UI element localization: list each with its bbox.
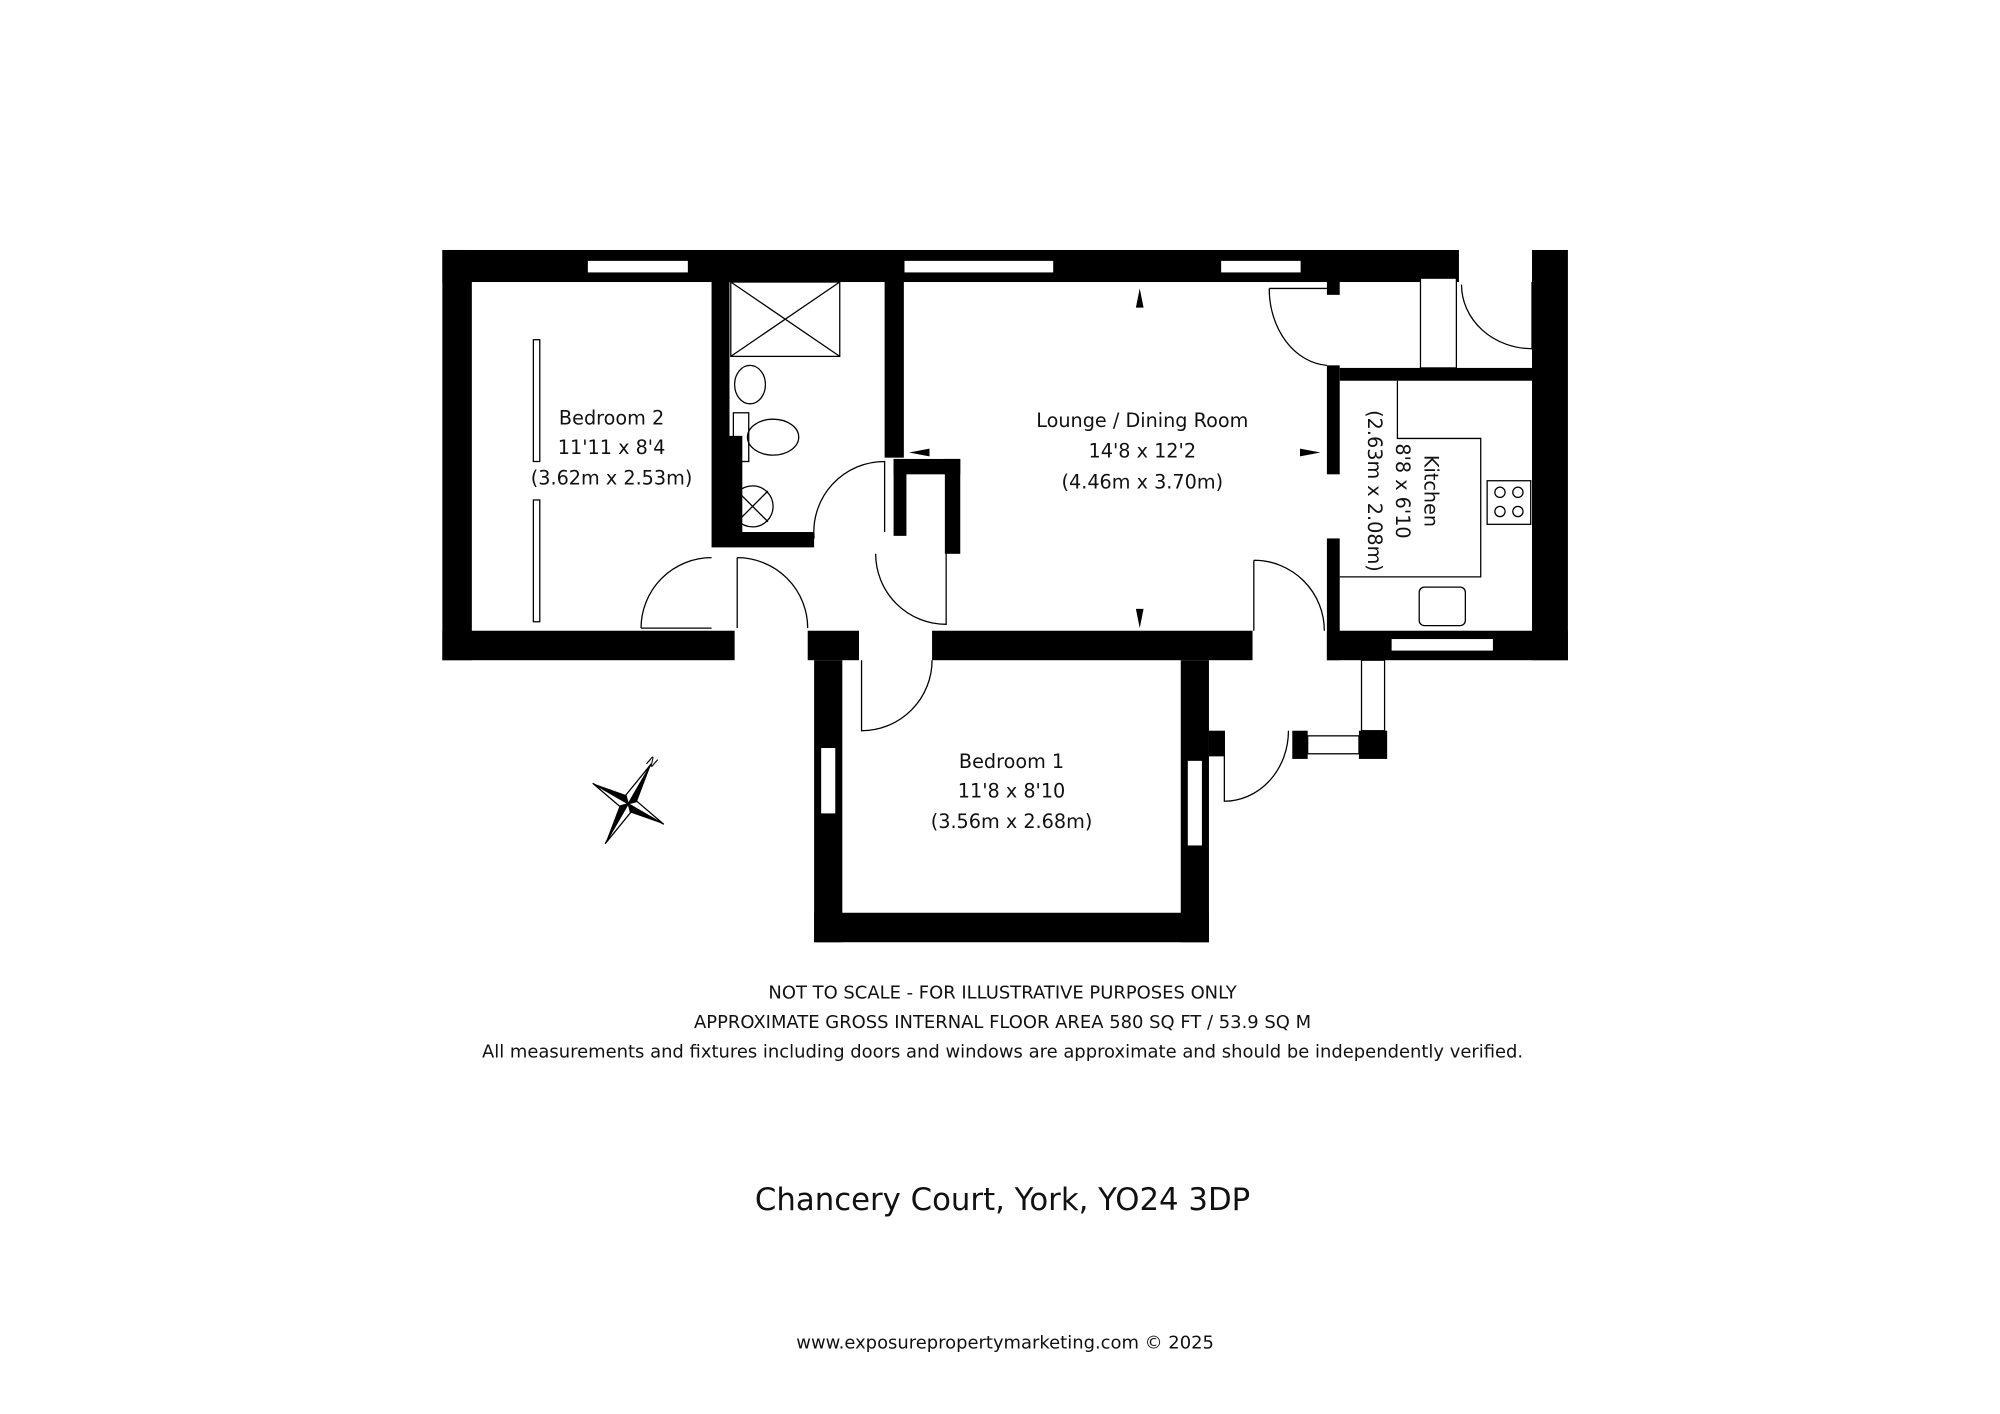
room-size-metric: (2.63m x 2.08m) (1363, 410, 1386, 572)
disclaimer-line-3: All measurements and fixtures including … (482, 1042, 1523, 1063)
walls (442, 249, 1568, 943)
disclaimer-line-1: NOT TO SCALE - FOR ILLUSTRATIVE PURPOSES… (768, 983, 1236, 1004)
room-bedroom-2: Bedroom 2 11'11 x 8'4 (3.62m x 2.53m) (531, 406, 693, 489)
fixtures (532, 281, 1533, 802)
room-lounge: Lounge / Dining Room 14'8 x 12'2 (4.46m … (1036, 409, 1248, 494)
room-size-metric: (3.56m x 2.68m) (931, 810, 1093, 833)
room-size-metric: (3.62m x 2.53m) (531, 467, 693, 490)
room-name: Lounge / Dining Room (1036, 409, 1248, 432)
disclaimer-line-2: APPROXIMATE GROSS INTERNAL FLOOR AREA 58… (694, 1012, 1311, 1033)
compass-north-label: N (644, 754, 660, 772)
room-size-imperial: 11'8 x 8'10 (958, 779, 1066, 802)
room-size-imperial: 8'8 x 6'10 (1391, 443, 1414, 538)
room-name: Bedroom 1 (959, 750, 1064, 773)
room-name: Bedroom 2 (559, 406, 664, 429)
room-size-imperial: 14'8 x 12'2 (1089, 440, 1197, 463)
disclaimer: NOT TO SCALE - FOR ILLUSTRATIVE PURPOSES… (482, 983, 1523, 1063)
compass-rose-icon (592, 763, 665, 845)
footer-credit: www.exposurepropertymarketing.com © 2025 (796, 1333, 1214, 1354)
room-size-metric: (4.46m x 3.70m) (1061, 470, 1223, 493)
property-address: Chancery Court, York, YO24 3DP (755, 1182, 1250, 1218)
room-bedroom-1: Bedroom 1 11'8 x 8'10 (3.56m x 2.68m) (931, 750, 1093, 833)
room-kitchen: Kitchen 8'8 x 6'10 (2.63m x 2.08m) (1363, 410, 1442, 572)
room-size-imperial: 11'11 x 8'4 (558, 436, 666, 459)
room-name: Kitchen (1419, 455, 1442, 527)
